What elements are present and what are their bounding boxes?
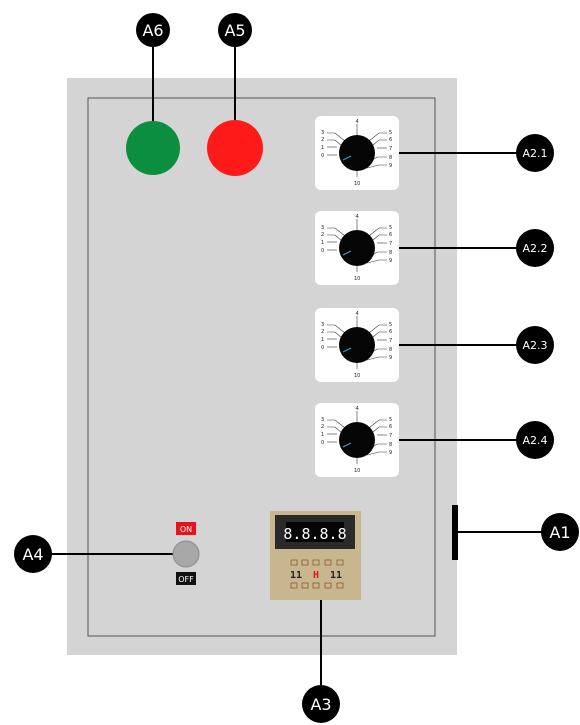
on-label: ON [180, 525, 192, 534]
knob-scale-label: 6 [389, 424, 392, 430]
off-label-plate [176, 572, 196, 585]
on-off-toggle-switch[interactable]: ON OFF [172, 522, 200, 585]
callout-a2-2: A2.2 [516, 229, 554, 267]
timer-switch-row-1: 11 [290, 570, 302, 581]
enclosure-inner-frame [87, 97, 436, 637]
knob-scale-label: 1 [321, 145, 324, 151]
toggle-knob[interactable] [172, 540, 200, 568]
rotary-knob-a2-1[interactable]: 4 3 2 1 0 5 6 7 8 9 10 [314, 115, 400, 191]
knob-scale-label: 6 [389, 232, 392, 238]
knob-scale-label: 8 [389, 347, 392, 353]
knob-scale-label: 1 [321, 432, 324, 438]
timer-display-digits: 8.8.8.8 [283, 525, 346, 543]
knob-scale-label: 9 [389, 450, 392, 456]
knob-scale-label: 0 [321, 153, 324, 159]
knob-scale-label: 2 [321, 424, 324, 430]
knob-scale-bottom: 10 [354, 276, 360, 282]
callout-a2-3-label: A2.3 [522, 339, 547, 352]
callout-a2-2-label: A2.2 [522, 242, 547, 255]
callout-a5-label: A5 [224, 21, 245, 40]
knob-scale-label: 0 [321, 440, 324, 446]
knob-scale-label: 2 [321, 232, 324, 238]
callout-a3: A3 [302, 685, 340, 723]
knob-scale-label: 2 [321, 329, 324, 335]
knob-scale-label: 3 [321, 322, 324, 328]
knob-scale-label: 9 [389, 163, 392, 169]
callout-a2-3: A2.3 [516, 326, 554, 364]
knob-scale-top: 4 [356, 214, 359, 220]
knob-scale-label: 5 [389, 322, 392, 328]
knob-scale-label: 2 [321, 137, 324, 143]
knob-scale-label: 8 [389, 155, 392, 161]
timer-display [286, 522, 344, 542]
knob-scale-label: 1 [321, 337, 324, 343]
a1-door-handle[interactable] [452, 505, 458, 560]
callout-a2-1-label: A2.1 [522, 147, 547, 160]
knob-scale-label: 3 [321, 225, 324, 231]
callout-a5: A5 [218, 13, 252, 47]
knob-scale-label: 9 [389, 355, 392, 361]
knob-scale-top: 4 [356, 311, 359, 317]
on-label-plate [176, 522, 196, 535]
callout-a1-label: A1 [549, 523, 570, 542]
callout-a2-4-label: A2.4 [522, 434, 547, 447]
knob-scale-label: 7 [389, 146, 392, 152]
knob-scale-bottom: 10 [354, 468, 360, 474]
knob-scale-label: 5 [389, 130, 392, 136]
off-label: OFF [178, 575, 194, 584]
knob-scale-label: 8 [389, 442, 392, 448]
timer-dip-switches [290, 559, 344, 589]
rotary-knob-a2-3[interactable]: 4 3 2 1 0 5 6 7 8 9 10 [314, 307, 400, 383]
knob-scale-label: 7 [389, 241, 392, 247]
knob-scale-bottom: 10 [354, 181, 360, 187]
timer-switch-row-2: H [313, 570, 319, 581]
knob-scale-label: 6 [389, 137, 392, 143]
rotary-knob-a2-4[interactable]: 4 3 2 1 0 5 6 7 8 9 10 [314, 402, 400, 478]
callout-a4-label: A4 [22, 545, 43, 564]
callout-a3-label: A3 [310, 695, 331, 714]
knob-scale-label: 9 [389, 258, 392, 264]
knob-scale-label: 5 [389, 225, 392, 231]
callout-a6: A6 [136, 13, 170, 47]
knob-scale-label: 3 [321, 417, 324, 423]
timer-switch-row-3: 11 [330, 570, 342, 581]
knob-scale-label: 0 [321, 248, 324, 254]
callout-a4: A4 [14, 535, 52, 573]
knob-scale-label: 5 [389, 417, 392, 423]
callout-a1: A1 [541, 513, 579, 551]
knob-scale-label: 0 [321, 345, 324, 351]
callout-a2-4: A2.4 [516, 421, 554, 459]
red-indicator-light [207, 120, 263, 176]
knob-scale-label: 7 [389, 338, 392, 344]
knob-scale-bottom: 10 [354, 373, 360, 379]
digital-timer[interactable]: 8.8.8.8 11 H 11 [270, 511, 361, 600]
rotary-knob-a2-2[interactable]: 4 3 2 1 0 5 6 7 8 9 10 [314, 210, 400, 286]
knob-scale-label: 6 [389, 329, 392, 335]
green-indicator-light [126, 121, 180, 175]
knob-scale-top: 4 [356, 406, 359, 412]
knob-scale-label: 8 [389, 250, 392, 256]
knob-scale-label: 7 [389, 433, 392, 439]
callout-a6-label: A6 [142, 21, 163, 40]
callout-a2-1: A2.1 [516, 134, 554, 172]
knob-scale-label: 3 [321, 130, 324, 136]
knob-scale-label: 1 [321, 240, 324, 246]
knob-scale-top: 4 [356, 119, 359, 125]
